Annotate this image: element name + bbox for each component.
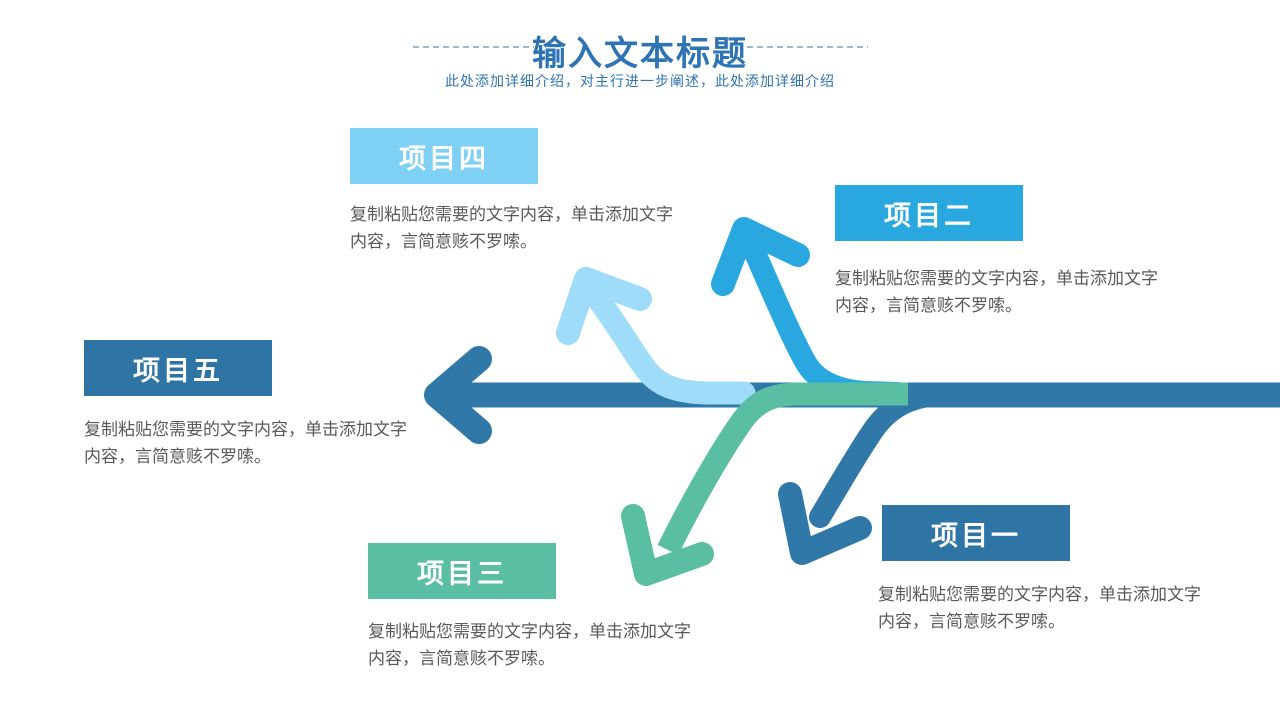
branch-item4-arrowhead-icon [556, 267, 652, 345]
body-text-item1: 复制粘贴您需要的文字内容，单击添加文字 内容，言简意赅不罗嗦。 [878, 581, 1258, 635]
body-text-line: 复制粘贴您需要的文字内容，单击添加文字 [350, 205, 673, 224]
main-arrowhead-icon [424, 346, 492, 444]
branch-item4-shaft [577, 275, 756, 405]
label-box-item5: 项目五 [84, 340, 272, 396]
body-text-line: 内容，言简意赅不罗嗦。 [368, 649, 555, 668]
label-item4: 项目四 [399, 143, 489, 174]
branch-item3-arrowhead-icon [621, 504, 714, 586]
title-dash-left [413, 46, 534, 48]
label-box-item2: 项目二 [835, 185, 1023, 241]
label-item5: 项目五 [133, 355, 223, 386]
title-dash-right [747, 46, 868, 48]
branch-item4-arrow [556, 267, 756, 405]
page-subtitle: 此处添加详细介绍，对主行进一步阐述，此处添加详细介绍 [445, 73, 835, 89]
label-item2: 项目二 [884, 200, 974, 231]
label-item1: 项目一 [931, 520, 1021, 551]
branch-item1-arrow [778, 384, 996, 565]
body-text-line: 复制粘贴您需要的文字内容，单击添加文字 [878, 585, 1201, 604]
branch-item1-shaft [809, 384, 996, 528]
body-text-item5: 复制粘贴您需要的文字内容，单击添加文字 内容，言简意赅不罗嗦。 [84, 416, 464, 470]
label-box-item1: 项目一 [882, 505, 1070, 561]
branch-item1-arrowhead-icon [778, 482, 872, 565]
body-text-line: 复制粘贴您需要的文字内容，单击添加文字 [84, 420, 407, 439]
body-text-item2: 复制粘贴您需要的文字内容，单击添加文字 内容，言简意赅不罗嗦。 [835, 265, 1215, 319]
branch-item2-arrowhead-icon [711, 217, 810, 296]
body-text-line: 内容，言简意赅不罗嗦。 [350, 232, 537, 251]
body-text-item4: 复制粘贴您需要的文字内容，单击添加文字 内容，言简意赅不罗嗦。 [350, 201, 730, 255]
body-text-line: 复制粘贴您需要的文字内容，单击添加文字 [368, 622, 691, 641]
body-text-line: 内容，言简意赅不罗嗦。 [84, 447, 271, 466]
body-text-line: 内容，言简意赅不罗嗦。 [835, 296, 1022, 315]
body-text-line: 内容，言简意赅不罗嗦。 [878, 612, 1065, 631]
label-item3: 项目三 [417, 558, 507, 589]
branch-item3-shaft [657, 382, 908, 556]
branch-item3-arrow [621, 382, 908, 586]
body-text-line: 复制粘贴您需要的文字内容，单击添加文字 [835, 269, 1158, 288]
body-text-item3: 复制粘贴您需要的文字内容，单击添加文字 内容，言简意赅不罗嗦。 [368, 618, 748, 672]
label-box-item3: 项目三 [368, 543, 556, 599]
page-title: 输入文本标题 [532, 35, 748, 73]
label-box-item4: 项目四 [350, 128, 538, 184]
